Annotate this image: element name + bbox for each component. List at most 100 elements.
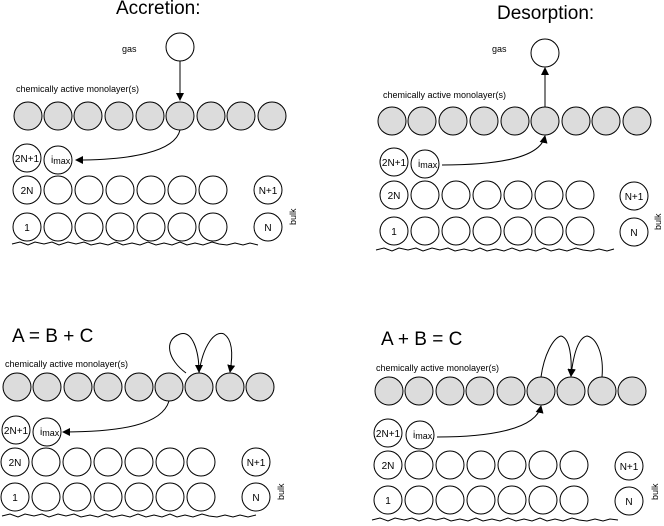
- bulk-site: [565, 216, 595, 246]
- bulk-site: [619, 217, 649, 247]
- bulk-site: [136, 212, 166, 242]
- bulk-label: bulk: [288, 208, 298, 225]
- cell-n-plus-1-label: N+1: [620, 462, 639, 473]
- cell-2n-plus-1: [379, 147, 409, 177]
- bulk-site: [614, 451, 644, 481]
- panel-title: Desorption:: [497, 3, 594, 24]
- bulk-site: [253, 212, 283, 242]
- bulk-site: [472, 216, 502, 246]
- bulk-site: [497, 450, 527, 480]
- bulk-site: [0, 482, 30, 512]
- active-site: [404, 376, 434, 406]
- imax-label: imax: [51, 155, 71, 166]
- active-site: [124, 372, 154, 402]
- transfer-arrow: [62, 400, 170, 436]
- transfer-arrow: [441, 135, 548, 166]
- bulk-boundary: [371, 517, 619, 522]
- bulk-label: bulk: [653, 213, 663, 230]
- bulk-site: [410, 180, 440, 210]
- active-site: [530, 106, 560, 136]
- bulk-site: [565, 180, 595, 210]
- bulk-row-upper: 2N N+1: [12, 175, 283, 205]
- active-site: [374, 376, 404, 406]
- bulk-row-upper: 2N N+1: [379, 180, 649, 211]
- bulk-label: bulk: [276, 483, 286, 500]
- transfer-arrow: [75, 129, 181, 164]
- bulk-site: [155, 482, 185, 512]
- panel-accretion: Accretion: gas chemically active monolay…: [11, 0, 298, 246]
- cell-n-label: N: [252, 493, 259, 504]
- bulk-site: [466, 450, 496, 480]
- bulk-site: [198, 175, 228, 205]
- cell-imax: [43, 145, 73, 175]
- bulk-site: [472, 180, 502, 210]
- cell-2n-plus-1: [1, 415, 31, 445]
- active-site: [184, 372, 214, 402]
- active-site: [93, 372, 123, 402]
- active-site: [32, 372, 62, 402]
- bulk-site: [43, 212, 73, 242]
- bulk-site: [186, 482, 216, 512]
- cell-2n-label: 2N: [9, 458, 22, 469]
- bulk-site: [379, 216, 409, 246]
- cell-1-label: 1: [385, 496, 391, 507]
- bulk-site: [435, 450, 465, 480]
- bulk-site: [503, 216, 533, 246]
- active-site: [215, 372, 245, 402]
- active-site: [500, 106, 530, 136]
- bulk-site: [435, 485, 465, 515]
- bulk-site: [534, 216, 564, 246]
- bulk-site: [124, 482, 154, 512]
- active-monolayer-row: [13, 101, 287, 131]
- panel-title: Accretion:: [116, 0, 200, 19]
- bulk-site: [373, 485, 403, 515]
- active-site: [465, 376, 495, 406]
- bulk-site: [559, 485, 589, 515]
- active-site: [496, 376, 526, 406]
- bulk-row-upper: 2N N+1: [373, 450, 644, 481]
- hop-arrow-left: [169, 333, 203, 374]
- cell-2n-plus-1: [12, 143, 42, 173]
- bulk-site: [93, 482, 123, 512]
- hop-arrow-left: [540, 335, 576, 378]
- active-site: [43, 101, 73, 131]
- cell-imax: [32, 417, 62, 447]
- bulk-site: [198, 212, 228, 242]
- active-site: [617, 376, 647, 406]
- cell-n-plus-1-label: N+1: [247, 458, 266, 469]
- cell-imax: [405, 420, 435, 450]
- cell-2n-label: 2N: [388, 191, 401, 202]
- cell-2n-plus-1-label: 2N+1: [376, 429, 401, 440]
- bulk-row-upper: 2N N+1: [0, 447, 271, 477]
- panel-desorption: Desorption: gas chemically active monola…: [375, 3, 663, 252]
- cell-1-label: 1: [12, 493, 18, 504]
- active-monolayer-row: [2, 372, 275, 402]
- imax-label: imax: [413, 430, 433, 441]
- bulk-site: [136, 175, 166, 205]
- bulk-site: [74, 175, 104, 205]
- active-site: [561, 106, 591, 136]
- bulk-site: [404, 485, 434, 515]
- imax-label: imax: [40, 427, 60, 438]
- panel-reaction-split: A = B + C chemically active monolayer(s)…: [0, 326, 286, 518]
- active-monolayer-row: [374, 376, 647, 406]
- bulk-site: [441, 216, 471, 246]
- bulk-site: [62, 482, 92, 512]
- bulk-site: [497, 485, 527, 515]
- active-site: [591, 106, 621, 136]
- bulk-site: [167, 175, 197, 205]
- active-site: [63, 372, 93, 402]
- cell-imax: [410, 149, 440, 179]
- cell-1-label: 1: [24, 223, 30, 234]
- cell-n-label: N: [630, 228, 637, 239]
- active-site: [257, 101, 287, 131]
- bulk-site: [155, 447, 185, 477]
- bulk-site: [31, 447, 61, 477]
- bulk-site: [614, 486, 644, 516]
- bulk-site: [105, 212, 135, 242]
- bulk-site: [528, 450, 558, 480]
- hop-arrow-right: [198, 332, 236, 374]
- bulk-site: [466, 485, 496, 515]
- bulk-site: [528, 485, 558, 515]
